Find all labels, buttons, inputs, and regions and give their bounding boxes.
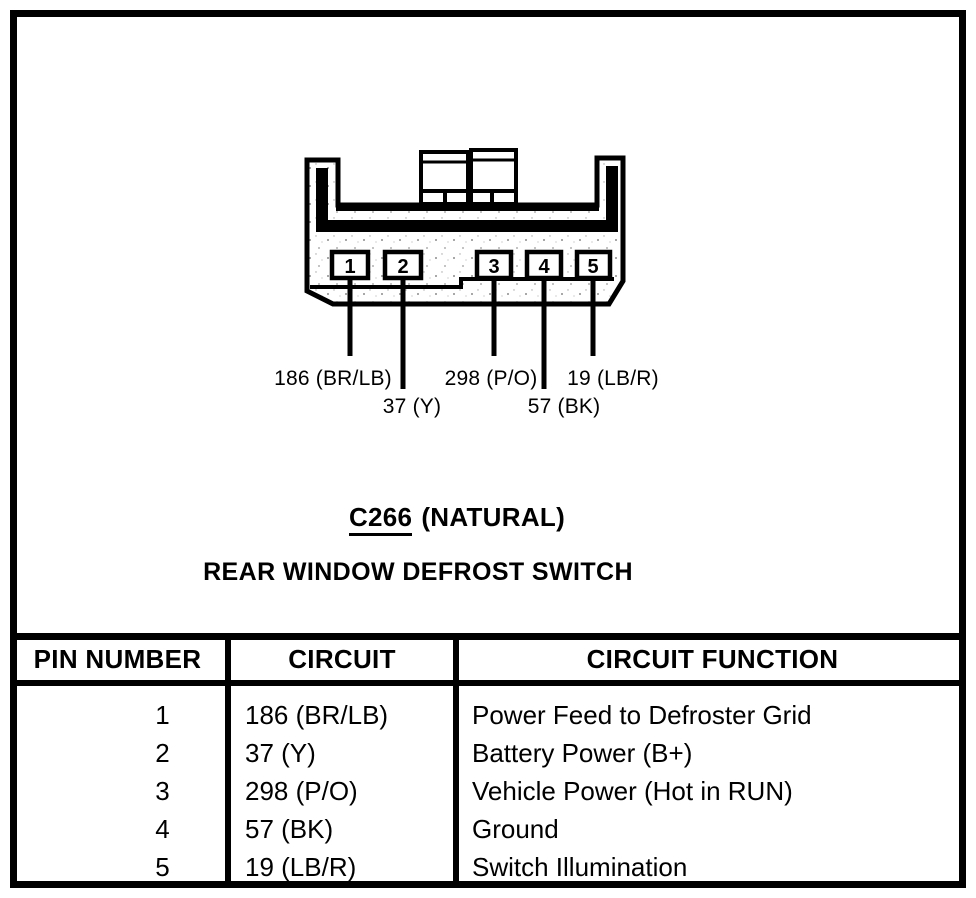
table-row: 3 298 (P/O) Vehicle Power (Hot in RUN) [10, 771, 966, 810]
cell-function-5: Switch Illumination [453, 847, 966, 886]
wire-label-pin4: 57 (BK) [528, 395, 601, 418]
pin-number-1: 1 [344, 256, 355, 278]
connector-color-label: (NATURAL) [421, 502, 566, 532]
pin-box-5: 5 [574, 249, 613, 281]
pin-number-2: 2 [397, 256, 408, 278]
pin-box-1: 1 [329, 249, 371, 281]
pin-table: PIN NUMBER CIRCUIT CIRCUIT FUNCTION 1 18… [10, 633, 966, 886]
cell-function-4: Ground [453, 809, 966, 848]
pin-box-2: 2 [382, 249, 424, 281]
cell-function-3: Vehicle Power (Hot in RUN) [453, 771, 966, 810]
cell-circuit-4: 57 (BK) [225, 809, 456, 848]
table-row: 2 37 (Y) Battery Power (B+) [10, 733, 966, 772]
header-pin-number: PIN NUMBER [10, 636, 228, 686]
cell-circuit-2: 37 (Y) [225, 733, 456, 772]
latch-tab-left [419, 150, 470, 206]
pin-number-3: 3 [488, 256, 499, 278]
connector-inner-channel [316, 166, 618, 232]
cell-pin-4: 4 [155, 813, 170, 844]
connector-diagram: 1 2 3 4 5 186 (BR/LB) 298 (P/O) 19 (LB/R… [274, 148, 659, 418]
pin-box-3: 3 [474, 249, 514, 281]
cell-circuit-5: 19 (LB/R) [225, 847, 456, 886]
cell-pin-5: 5 [155, 851, 170, 882]
cell-function-1: Power Feed to Defroster Grid [453, 682, 966, 734]
wire-label-pin1: 186 (BR/LB) [274, 367, 392, 390]
table-row: 1 186 (BR/LB) Power Feed to Defroster Gr… [10, 682, 966, 734]
pin-number-5: 5 [587, 256, 598, 278]
cell-function-2: Battery Power (B+) [453, 733, 966, 772]
wire-label-pin3: 298 (P/O) [445, 367, 538, 390]
cell-circuit-1: 186 (BR/LB) [225, 682, 456, 734]
wire-label-pin2: 37 (Y) [383, 395, 441, 418]
cell-circuit-3: 298 (P/O) [225, 771, 456, 810]
diagram-title: REAR WINDOW DEFROST SWITCH [203, 558, 633, 586]
table-header-row: PIN NUMBER CIRCUIT CIRCUIT FUNCTION [10, 636, 966, 686]
table-row: 4 57 (BK) Ground [10, 809, 966, 848]
pin-box-4: 4 [524, 249, 564, 281]
cell-pin-2: 2 [155, 737, 170, 768]
header-circuit-function: CIRCUIT FUNCTION [453, 636, 966, 686]
connector-caption: C266 (NATURAL) [0, 502, 914, 536]
latch-tab-right [469, 148, 518, 206]
connector-id: C266 [348, 502, 413, 536]
pin-number-4: 4 [538, 256, 550, 278]
cell-pin-3: 3 [155, 775, 170, 806]
cell-pin-1: 1 [155, 699, 170, 730]
table-row: 5 19 (LB/R) Switch Illumination [10, 847, 966, 886]
wire-label-pin5: 19 (LB/R) [567, 367, 659, 390]
header-circuit: CIRCUIT [225, 636, 456, 686]
